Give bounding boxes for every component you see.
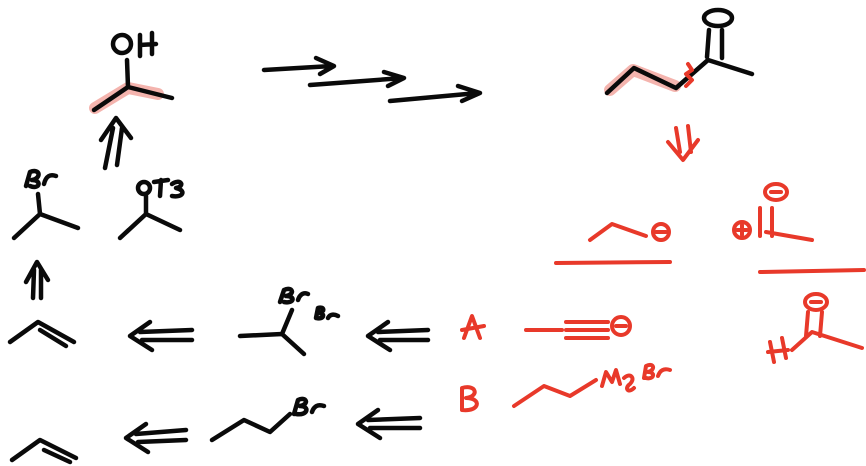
oxygen-ring-ketone [701,7,735,29]
br-scribble-1 [23,168,59,190]
route-a: A [460,314,632,340]
acetylide [524,320,610,340]
propyl-chain [512,378,598,408]
propyl-bromide [209,396,327,443]
ketone-skeleton [604,57,755,96]
alcohol-skeleton [91,57,175,113]
retro-arrow-down-red [666,124,700,162]
h-letter-red [766,336,790,364]
label-b-glyph [460,385,479,413]
br-scribble-propyl [291,396,327,417]
synthon-acyl-cation [732,182,814,242]
alcohol-structure: OH [89,30,175,114]
ketone-structure [604,7,755,96]
retro-arrow-up-1 [98,115,134,171]
ts-scribble [151,177,185,199]
disconnection-mark [684,62,694,88]
h-letter [137,30,159,59]
carbonyl-double-bond [704,27,725,61]
label-a-glyph [460,314,486,340]
propene-2 [9,437,79,465]
oxygen-ring-alcohol [110,32,134,56]
aldehyde-equivalent [766,292,864,364]
retro-arrow-left-4 [355,407,423,441]
arrow-2 [307,69,407,89]
retro-arrow-left-3 [123,421,189,455]
propene [7,319,77,349]
synthon-ethyl-anion [588,222,671,242]
isopropyl-tosylate [117,177,185,241]
isopropyl-bromide [11,168,81,241]
mgbr-scribble [600,362,672,393]
br-scribble-gem1 [277,286,311,305]
divider-lines [554,260,866,274]
gem-dibromide [237,286,341,357]
br-scribble-gem2 [313,305,341,321]
arrow-1 [261,55,337,77]
route-b: B [460,362,672,413]
retro-arrow-left-1 [127,319,195,353]
retro-arrow-left-2 [365,319,431,353]
retro-arrow-up-2 [23,259,51,301]
forward-arrows [261,55,483,104]
arrow-3 [387,83,483,104]
